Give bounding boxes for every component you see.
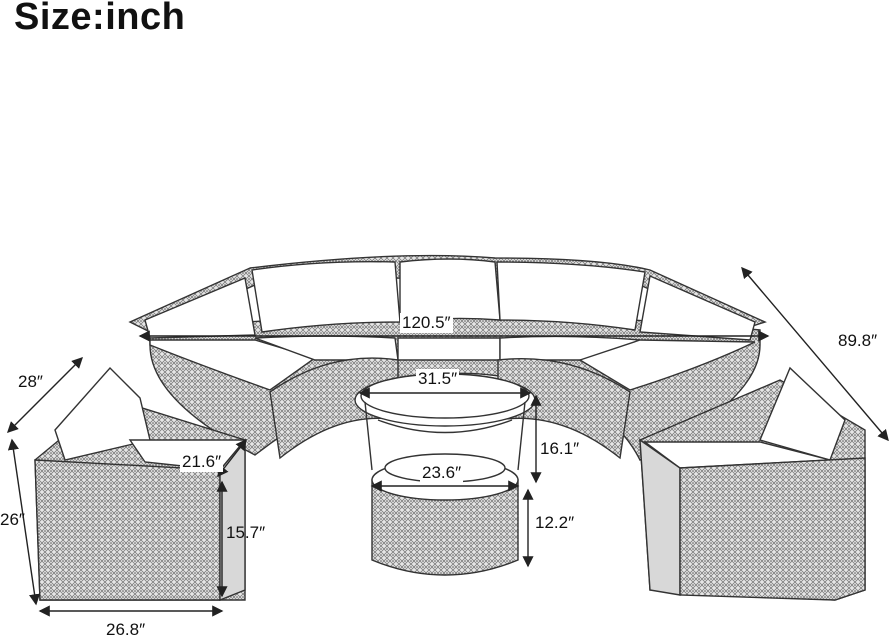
chair-width-label: 26.8″ xyxy=(106,620,146,639)
dimension-lines xyxy=(7,266,889,617)
chair-seat-height-label: 15.7″ xyxy=(226,523,266,542)
chair-height-label: 26″ xyxy=(0,510,25,529)
table-height-label: 16.1″ xyxy=(540,439,580,458)
chair-depth-label: 28″ xyxy=(18,372,43,391)
ottoman-diameter-label: 23.6″ xyxy=(420,463,464,483)
ottoman-height-label: 12.2″ xyxy=(535,513,575,532)
page-title: Size:inch xyxy=(14,0,186,38)
chair-seat-depth-label: 21.6″ xyxy=(180,452,224,472)
sofa-depth-label: 89.8″ xyxy=(838,331,878,350)
table-top-diameter-label: 31.5″ xyxy=(416,369,460,389)
sofa-width-label: 120.5″ xyxy=(400,313,453,333)
